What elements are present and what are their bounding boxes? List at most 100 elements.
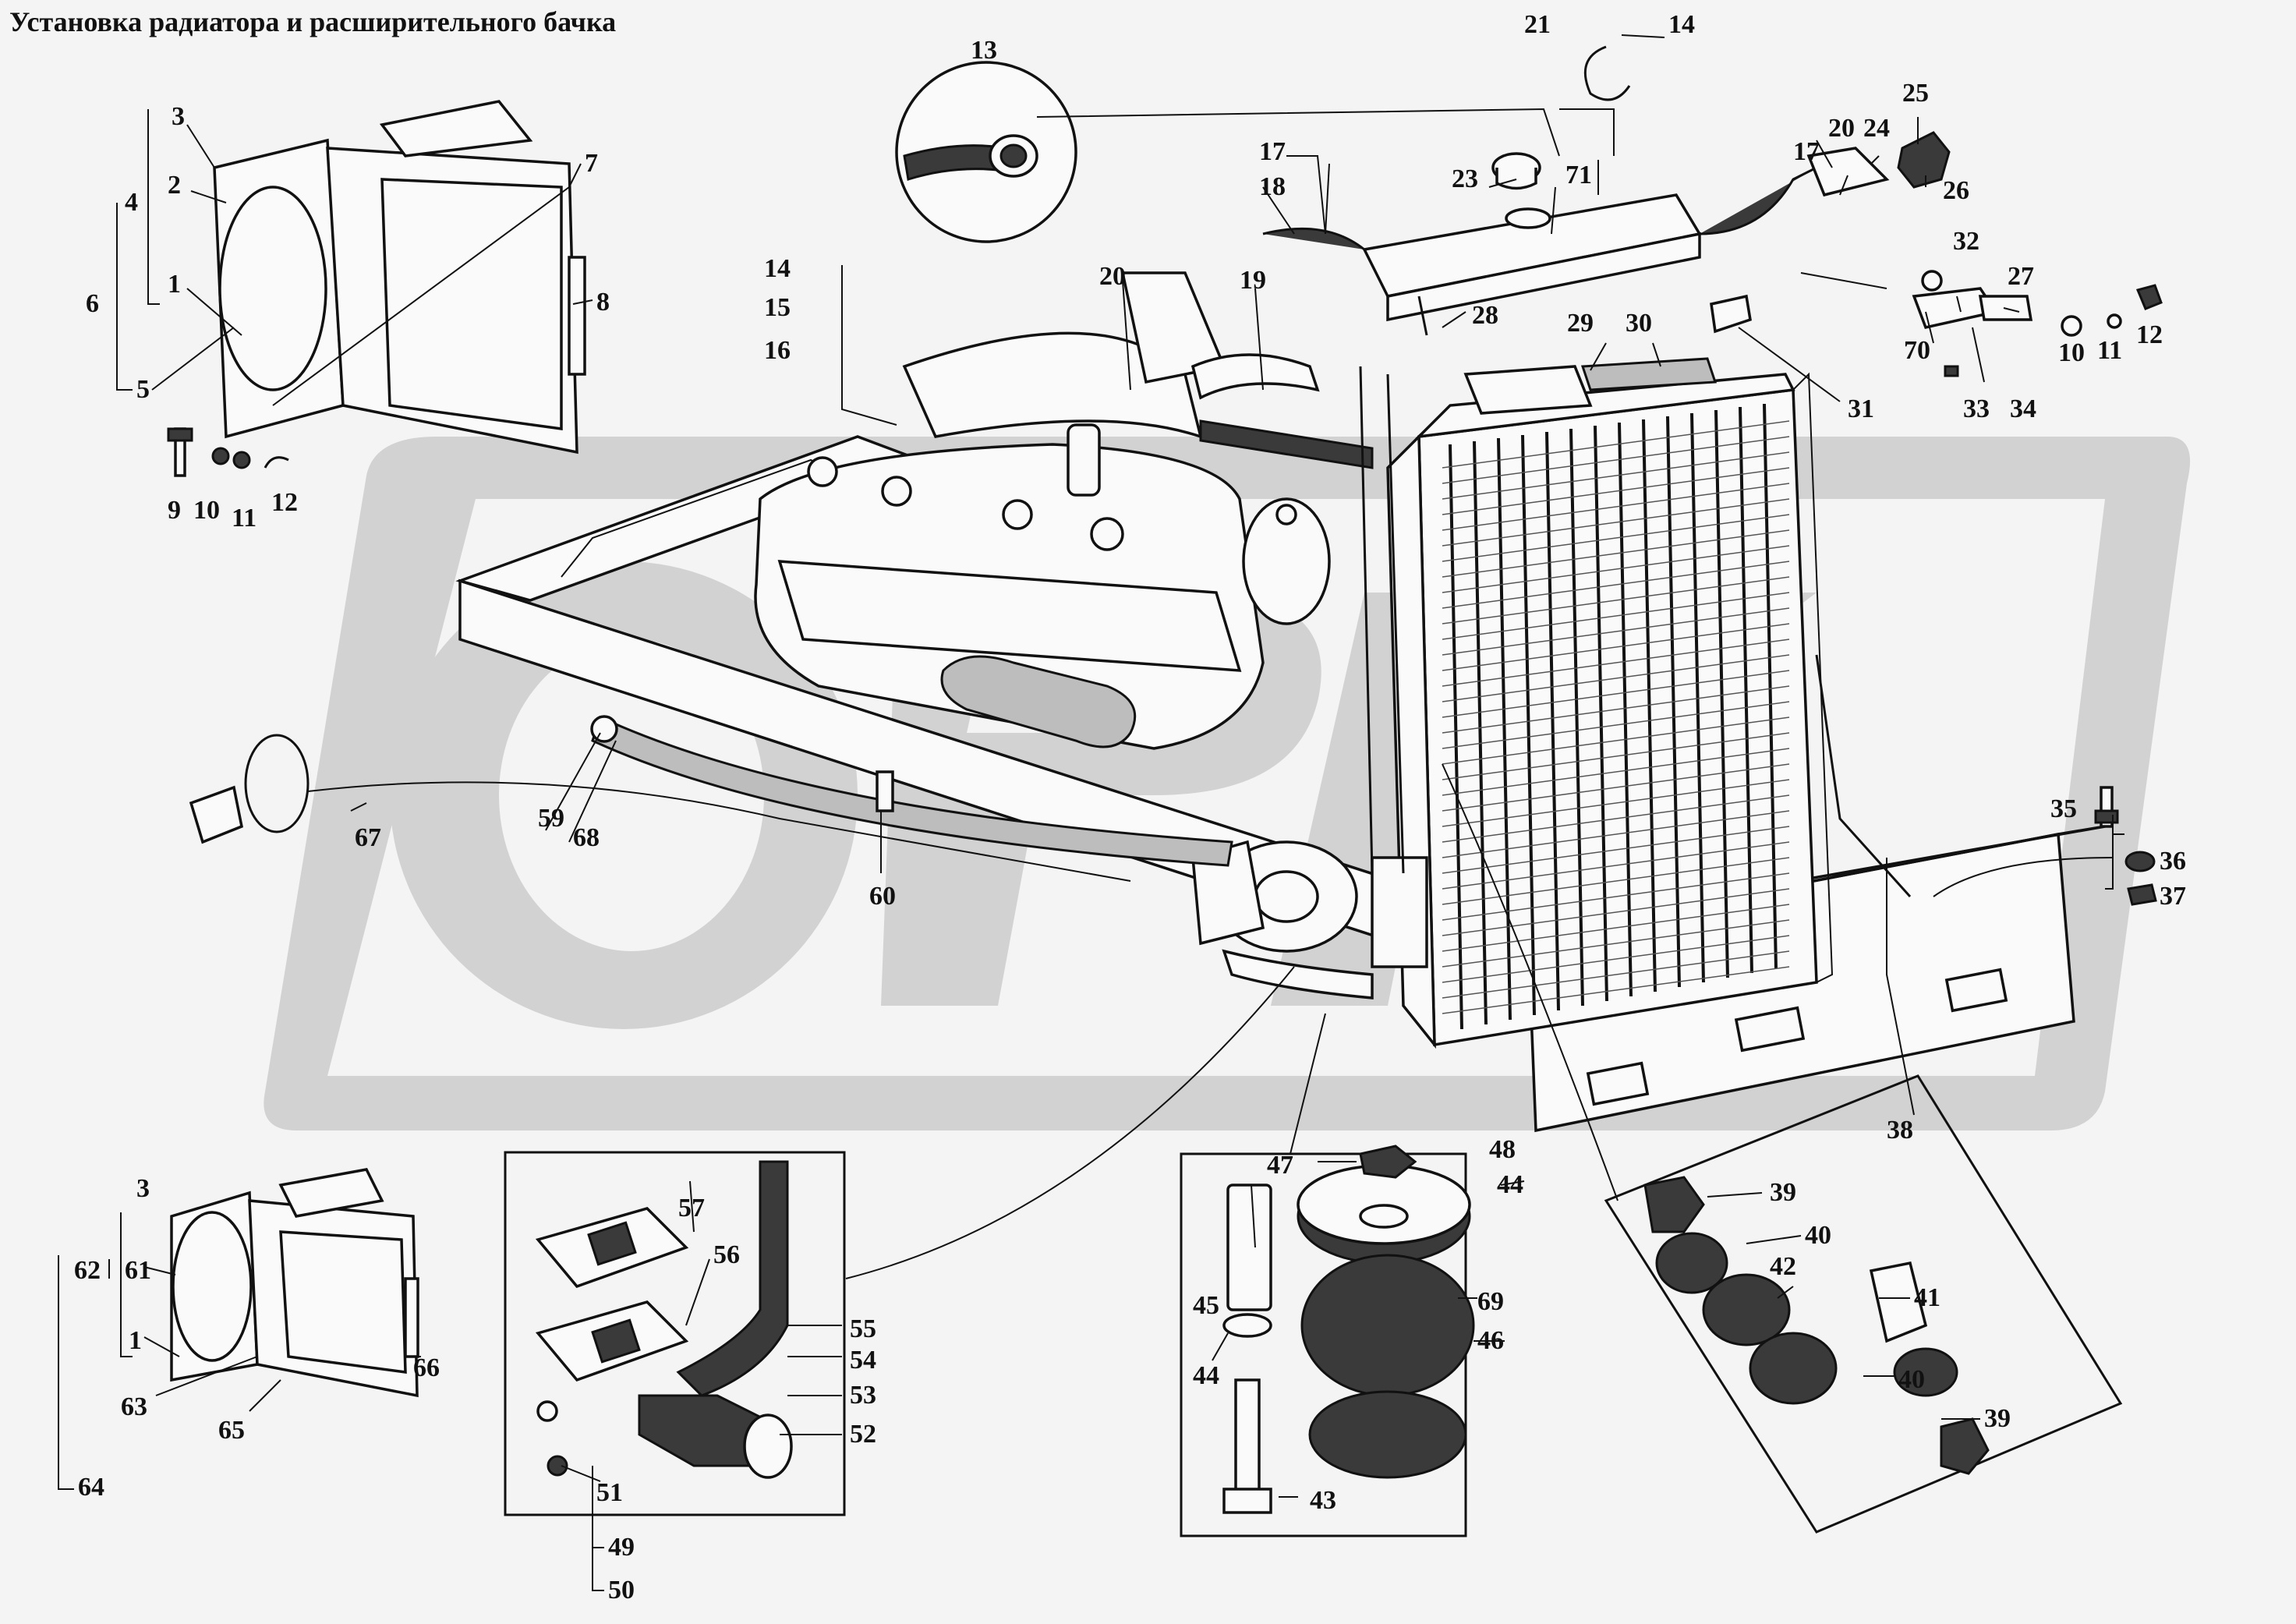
label-40a: 40	[1805, 1221, 1831, 1250]
radiator-tube-line	[1442, 966, 1790, 1014]
radiator-tube-line	[1442, 810, 1790, 858]
hose-detail-inset	[895, 61, 1615, 243]
radiator-tube-line	[1442, 498, 1790, 547]
label-10b: 10	[2058, 338, 2085, 367]
label-1: 1	[168, 270, 181, 299]
label-62: 62	[74, 1256, 101, 1285]
label-41: 41	[1914, 1283, 1940, 1312]
label-44b: 44	[1193, 1361, 1219, 1390]
label-36: 36	[2160, 847, 2186, 876]
drain-cock-cap	[1897, 131, 1951, 189]
radiator-fin	[1763, 403, 1778, 969]
label-46: 46	[1477, 1326, 1504, 1355]
radiator-fin	[1521, 434, 1536, 1016]
radiator-tube-line	[1442, 545, 1790, 593]
label-18: 18	[1259, 172, 1286, 201]
label-17a: 17	[1259, 137, 1286, 166]
label-66: 66	[413, 1353, 440, 1382]
radiator-tube-line	[1442, 716, 1790, 765]
label-23: 23	[1452, 165, 1478, 193]
bracket	[1710, 294, 1752, 334]
radiator-fin	[1497, 437, 1512, 1021]
label-20b: 20	[1828, 114, 1855, 143]
label-17b: 17	[1793, 137, 1820, 166]
engine-block	[754, 271, 1374, 750]
label-40b: 40	[1898, 1365, 1925, 1394]
radiator-tube-line	[1442, 670, 1790, 718]
radiator-fin	[1618, 422, 1633, 997]
label-60: 60	[869, 882, 896, 911]
hose-clamp	[189, 734, 1131, 882]
label-12b: 12	[2136, 320, 2163, 349]
fastener-group-upper	[167, 427, 289, 477]
label-27: 27	[2008, 262, 2034, 291]
label-11b: 11	[2097, 336, 2122, 365]
label-14a: 14	[764, 254, 791, 283]
label-29: 29	[1567, 309, 1594, 338]
fastener-group-lower	[1933, 786, 2157, 906]
radiator-fin	[1594, 425, 1608, 1002]
radiator-tube-line	[1442, 950, 1790, 999]
label-8: 8	[596, 288, 610, 317]
radiator-fin	[1642, 419, 1657, 992]
label-55: 55	[850, 1314, 876, 1343]
label-57: 57	[678, 1194, 705, 1222]
label-2: 2	[168, 171, 181, 200]
radiator-tube-line	[1442, 748, 1790, 796]
radiator-tube-line	[1442, 763, 1790, 812]
hose-lower	[590, 715, 1233, 867]
radiator-tube-line	[1442, 529, 1790, 578]
radiator-tube-line	[1442, 935, 1790, 983]
label-20a: 20	[1099, 262, 1126, 291]
label-43: 43	[1310, 1486, 1336, 1515]
label-68: 68	[573, 823, 600, 852]
callout-labels: 3 2 4 1 6 5 7 8 9 10 11 12 13 14 15 16 2…	[74, 10, 2186, 1605]
support-inset	[1442, 763, 2123, 1534]
radiator-tube-line	[1442, 654, 1790, 702]
radiator-tube-line	[1442, 576, 1790, 624]
label-44a: 44	[1497, 1170, 1523, 1199]
label-48: 48	[1489, 1135, 1516, 1164]
radiator-fin	[1690, 412, 1705, 983]
label-38: 38	[1887, 1116, 1913, 1145]
label-5: 5	[136, 375, 150, 404]
radiator-tube-line	[1442, 561, 1790, 609]
label-51: 51	[596, 1478, 623, 1507]
radiator-tube-line	[1442, 701, 1790, 749]
label-64: 64	[78, 1473, 104, 1502]
label-4: 4	[125, 188, 138, 217]
radiator-fin	[1473, 440, 1488, 1025]
radiator-tube-line	[1442, 420, 1790, 469]
label-16: 16	[764, 336, 791, 365]
label-52: 52	[850, 1420, 876, 1449]
label-13: 13	[971, 36, 997, 65]
label-14b: 14	[1668, 10, 1695, 39]
label-6: 6	[86, 289, 99, 318]
label-1b: 1	[129, 1326, 142, 1355]
radiator-tube-line	[1442, 607, 1790, 656]
radiator-tube-line	[1442, 639, 1790, 687]
radiator-tube-line	[1442, 779, 1790, 827]
label-65: 65	[218, 1416, 245, 1445]
label-49: 49	[608, 1533, 635, 1562]
label-26: 26	[1943, 176, 1969, 205]
label-32: 32	[1953, 227, 1979, 256]
radiator-tube-line	[1442, 623, 1790, 671]
label-12: 12	[271, 488, 298, 517]
label-3b: 3	[136, 1174, 150, 1203]
clamp	[1583, 34, 1665, 101]
radiator-tube-line	[1442, 919, 1790, 968]
label-61: 61	[125, 1256, 151, 1285]
label-21: 21	[1524, 10, 1551, 39]
radiator-tube-line	[1442, 467, 1790, 515]
label-37: 37	[2160, 882, 2186, 911]
label-24: 24	[1863, 114, 1890, 143]
label-31: 31	[1848, 395, 1874, 423]
radiator-tube-line	[1442, 451, 1790, 500]
label-11: 11	[232, 504, 256, 532]
label-25: 25	[1902, 79, 1929, 108]
radiator-fin	[1569, 428, 1584, 1007]
label-67: 67	[355, 823, 381, 852]
